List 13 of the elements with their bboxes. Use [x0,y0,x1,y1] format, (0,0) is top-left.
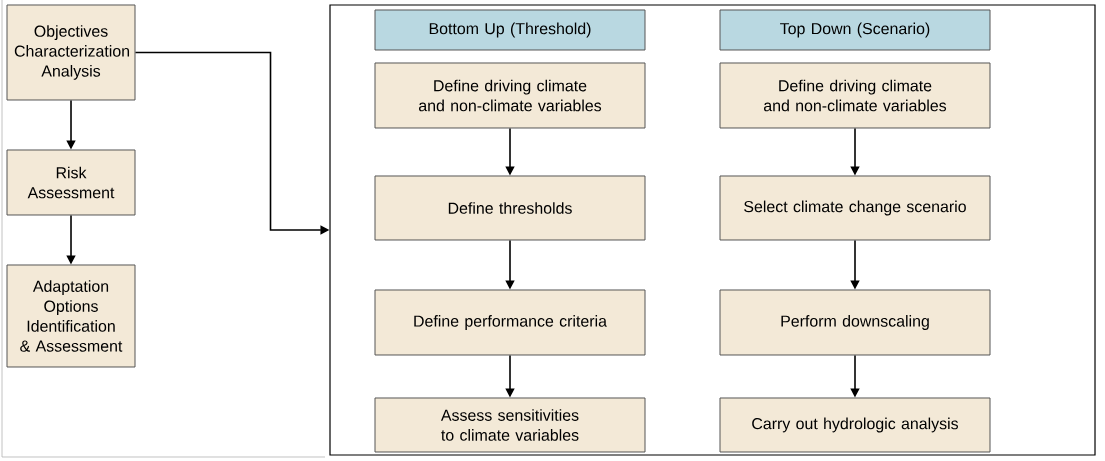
process-box: Assess sensitivities to climate variables [374,397,646,453]
process-box: Define thresholds [374,175,646,241]
column-header: Bottom Up (Threshold) [374,9,646,51]
process-box: Define driving climate and non-climate variables [719,62,991,129]
process-box: Perform downscaling [719,289,991,356]
process-box: Carry out hydrologic analysis [719,397,991,453]
column-header: Top Down (Scenario) [719,9,991,51]
process-box: Define performance criteria [374,289,646,356]
process-box: Select climate change scenario [719,175,991,241]
process-box: Adaptation Options Identification & Assessment [6,264,136,368]
process-box: Objectives Characterization Analysis [6,4,136,101]
process-box: Define driving climate and non-climate variables [374,62,646,129]
process-box: Risk Assessment [6,149,136,216]
